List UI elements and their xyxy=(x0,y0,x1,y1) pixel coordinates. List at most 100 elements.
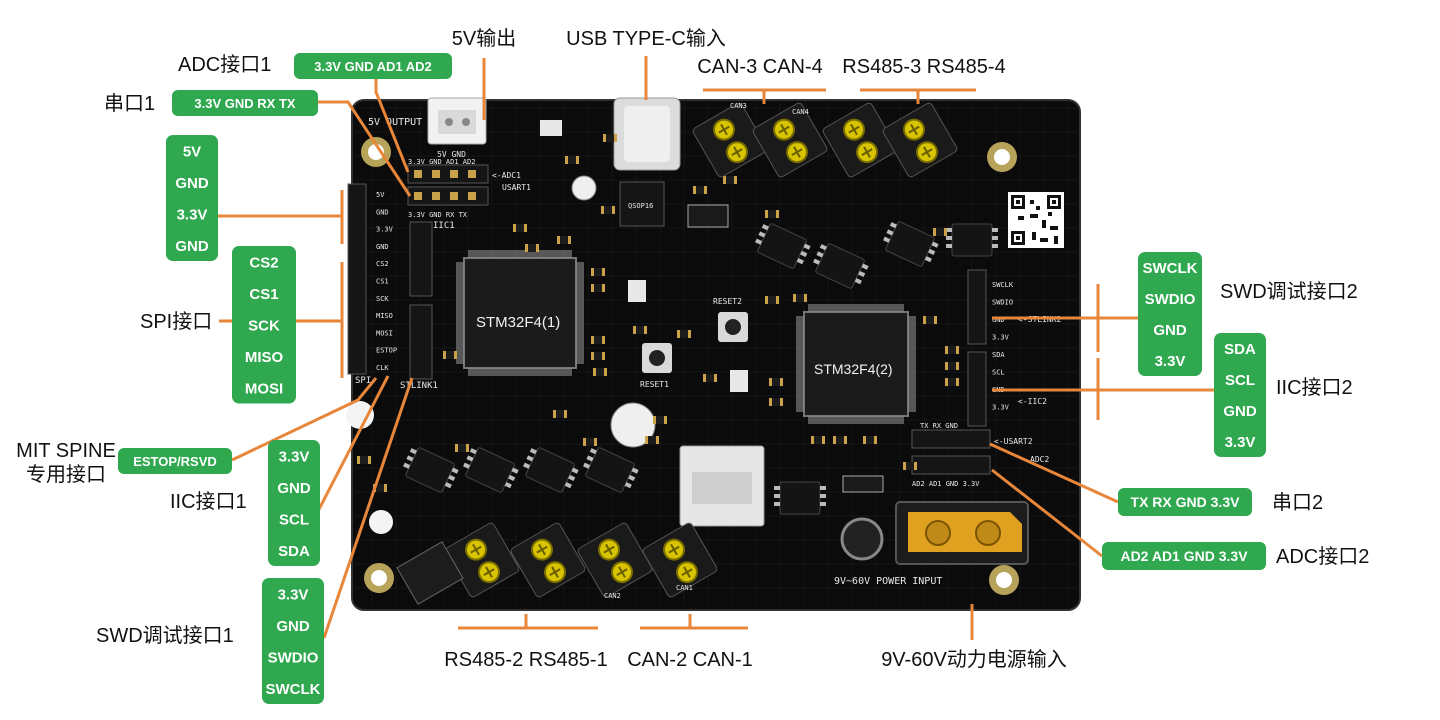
pill-group-item: 3.3V xyxy=(1225,434,1256,451)
qsop-ic: QSOP16 xyxy=(619,181,665,227)
pill-uart1: 3.3V GND RX TX xyxy=(172,90,318,116)
pill-group-item: GND xyxy=(175,238,209,255)
leader-adc1 xyxy=(374,78,410,173)
header-pin-silk: CS2 xyxy=(376,260,389,268)
pill-group-item: 3.3V xyxy=(177,206,208,223)
mcu-1-chip xyxy=(456,250,584,376)
header-pin-silk: MOSI xyxy=(376,329,393,337)
5v-output-pins-silk: 5V GND xyxy=(437,150,466,159)
svg-text:ESTOP/RSVD: ESTOP/RSVD xyxy=(133,454,217,469)
pill-uart2: TX RX GND 3.3V xyxy=(1118,488,1252,516)
label-can-3-4: CAN-3 CAN-4 xyxy=(697,56,823,78)
left-pin-header xyxy=(347,183,433,380)
label-rs485-2-1: RS485-2 RS485-1 xyxy=(444,649,607,671)
header-pin-silk: 3.3V xyxy=(992,404,1010,412)
leader-iic1 xyxy=(314,375,390,516)
pill-group-background xyxy=(268,440,320,566)
label-iic1: IIC接口1 xyxy=(170,490,247,513)
pill-group-item: GND xyxy=(1223,403,1257,420)
spi-silk: SPI xyxy=(355,376,371,386)
header-pin-silk: GND xyxy=(376,208,389,216)
svg-text:QSOP16: QSOP16 xyxy=(628,202,653,210)
pill-group-item: 3.3V xyxy=(1155,353,1186,370)
can1-silk: CAN1 xyxy=(676,584,693,592)
usart1-header xyxy=(407,186,489,206)
header-pin-silk: SCL xyxy=(992,369,1005,377)
header-pin-silk: GND xyxy=(376,243,389,251)
header-pin-silk: 3.3V xyxy=(992,334,1010,342)
pill-group-item: SWDIO xyxy=(1145,291,1196,308)
svg-text:TX RX GND 3.3V: TX RX GND 3.3V xyxy=(1131,494,1241,510)
header-pin-silk: GND xyxy=(992,316,1005,324)
leader-lines xyxy=(218,56,1214,640)
header-pin-silk: 5V xyxy=(376,191,385,199)
pill-group-item: MOSI xyxy=(245,380,283,397)
pill-group-item: GND xyxy=(276,618,310,635)
pill-group-item: GND xyxy=(1153,322,1187,339)
led-icon xyxy=(628,280,646,302)
reset2-button xyxy=(718,312,748,342)
pill-adc2: AD2 AD1 GND 3.3V xyxy=(1102,542,1266,570)
pill-group-item: CS2 xyxy=(249,254,278,271)
reset2-silk: RESET2 xyxy=(713,297,742,306)
pill-group-item: CS1 xyxy=(249,286,278,303)
leader-estop xyxy=(231,377,378,462)
label-uart2: 串口2 xyxy=(1272,491,1323,514)
header-pin-silk: CS1 xyxy=(376,278,389,286)
pill-group-item: SCL xyxy=(279,511,309,528)
power-input-connector xyxy=(895,501,1029,565)
can3-silk: CAN3 xyxy=(730,102,747,110)
stlink1-silk: STLINK1 xyxy=(400,381,438,391)
can2-silk: CAN2 xyxy=(604,592,621,600)
pill-group-item: GND xyxy=(277,480,311,497)
5v-output-connector xyxy=(427,97,487,145)
label-power-input: 9V-60V动力电源输入 xyxy=(881,648,1067,671)
mcu-1-label: STM32F4(1) xyxy=(476,314,560,331)
buzzer-icon xyxy=(346,401,374,429)
pill-group-item: 5V xyxy=(183,143,201,160)
capacitor-icon xyxy=(610,402,656,448)
pill-group-item: SWDIO xyxy=(268,649,319,666)
usb-c-port xyxy=(613,97,681,171)
pill-group-background xyxy=(1214,333,1266,457)
power-input-silk: 9V~60V POWER INPUT xyxy=(834,576,942,587)
header-pin-silk: SCK xyxy=(376,295,389,303)
pill-group-background xyxy=(1138,252,1202,376)
iic1-silk: IIC1 xyxy=(433,221,455,231)
header-pin-silk: MISO xyxy=(376,312,393,320)
mounting-hole-icon xyxy=(364,563,394,593)
qr-code xyxy=(1008,192,1064,248)
label-adc2: ADC接口2 xyxy=(1276,545,1369,568)
pill-group-background xyxy=(232,246,296,404)
capacitor-icon xyxy=(571,175,597,201)
mcu-2-chip xyxy=(796,304,916,424)
label-swd1: SWD调试接口1 xyxy=(96,624,234,647)
label-mit-spine-2: 专用接口 xyxy=(26,463,106,486)
pill-group-item: SWCLK xyxy=(266,681,321,698)
pill-estop: ESTOP/RSVD xyxy=(118,448,232,474)
adc2-tag-silk: ADC2 xyxy=(1030,455,1049,464)
pill-group-item: SDA xyxy=(278,543,310,560)
tx-rx-gnd-silk: TX RX GND xyxy=(920,422,958,430)
svg-text:3.3V GND RX TX: 3.3V GND RX TX xyxy=(194,96,295,111)
led-icon xyxy=(369,510,393,534)
label-adc1: ADC接口1 xyxy=(178,53,271,76)
label-usb-c: USB TYPE-C输入 xyxy=(566,27,726,50)
pill-group-item: 3.3V xyxy=(279,448,310,465)
mounting-hole-icon xyxy=(987,142,1017,172)
svg-text:3.3V GND AD1 AD2: 3.3V GND AD1 AD2 xyxy=(314,59,432,74)
right-pin-header xyxy=(911,269,991,475)
pill-adc1: 3.3V GND AD1 AD2 xyxy=(294,53,452,79)
adc2-pins-silk: AD2 AD1 GND 3.3V xyxy=(912,480,980,488)
label-swd2: SWD调试接口2 xyxy=(1220,280,1358,303)
label-can-2-1: CAN-2 CAN-1 xyxy=(627,649,753,671)
svg-text:AD2 AD1 GND 3.3V: AD2 AD1 GND 3.3V xyxy=(1120,548,1248,564)
capacitor-icon xyxy=(840,517,884,561)
adc1-header xyxy=(407,164,489,184)
leader-uart1 xyxy=(318,100,412,197)
header-pin-silk: 3.3V xyxy=(376,226,394,234)
